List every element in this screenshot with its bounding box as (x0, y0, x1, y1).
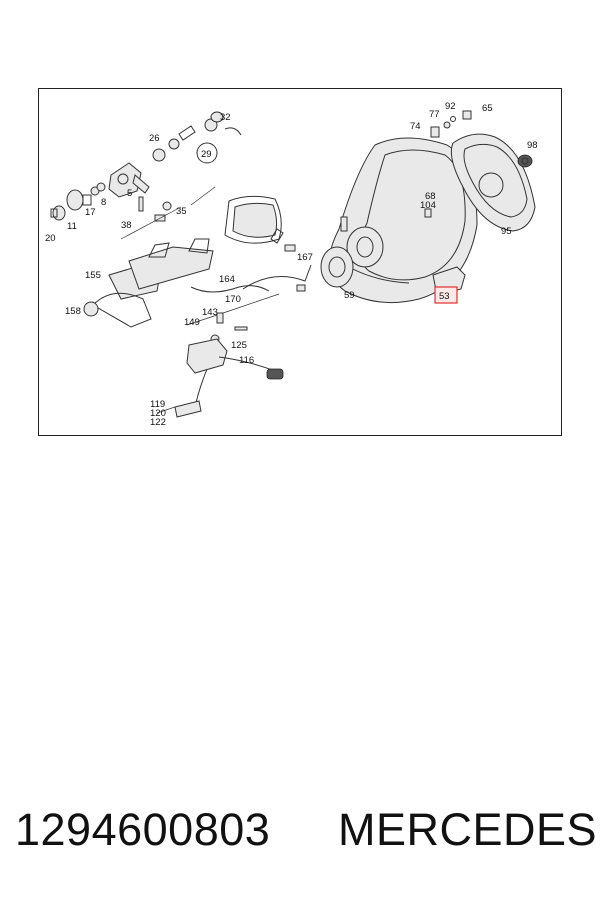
callout-158: 158 (65, 306, 81, 317)
part-number: 1294600803 (15, 804, 271, 855)
callout-95: 95 (501, 226, 512, 237)
brand-name: MERCEDES (338, 804, 598, 855)
callout-143: 143 (202, 307, 218, 318)
callout-104: 104 (420, 200, 436, 211)
highlight-box (434, 286, 458, 304)
callout-26: 26 (149, 133, 160, 144)
callout-125: 125 (231, 340, 247, 351)
callout-170: 170 (225, 294, 241, 305)
horn-pad (450, 133, 536, 232)
callout-65: 65 (482, 103, 493, 114)
diagram-drawing: 20 11 17 8 5 38 35 26 32 29 155 158 164 … (45, 101, 538, 428)
callout-116: 116 (239, 355, 254, 366)
callout-53: 53 (439, 291, 450, 302)
steering-wheel (328, 137, 478, 304)
callout-20: 20 (45, 233, 56, 244)
callout-149: 149 (184, 317, 200, 328)
callout-77: 77 (429, 109, 440, 120)
column-cover-parts (83, 195, 312, 328)
callout-59: 59 (344, 290, 355, 301)
callout-5: 5 (127, 188, 132, 199)
callout-8: 8 (101, 197, 106, 208)
callout-68: 68 (425, 191, 436, 202)
callout-labels: 20 11 17 8 5 38 35 26 32 29 155 158 164 … (45, 101, 538, 428)
callout-119: 119 (150, 399, 165, 410)
callout-29: 29 (201, 149, 212, 160)
callout-32: 32 (220, 112, 231, 123)
callout-92: 92 (445, 101, 456, 112)
callout-17: 17 (85, 207, 96, 218)
callout-167: 167 (297, 252, 313, 263)
contact-plate (320, 216, 354, 288)
lock-cylinder-parts (50, 111, 242, 240)
exploded-parts-diagram: 20 11 17 8 5 38 35 26 32 29 155 158 164 … (38, 88, 562, 436)
callout-38: 38 (121, 220, 132, 231)
callout-122: 122 (150, 417, 166, 428)
screws (424, 110, 472, 218)
callout-35: 35 (176, 206, 187, 217)
callout-164: 164 (219, 274, 235, 285)
combination-switch-parts (156, 312, 284, 418)
callout-74: 74 (410, 121, 421, 132)
callout-11: 11 (67, 221, 77, 232)
callout-120: 120 (150, 408, 166, 419)
callout-98: 98 (527, 140, 538, 151)
callout-155: 155 (85, 270, 101, 281)
highlighted-callout: 53 (434, 286, 458, 304)
